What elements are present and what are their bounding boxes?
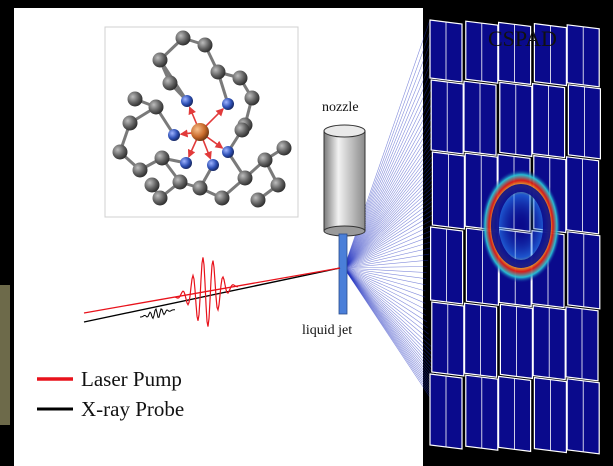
scatter-ray bbox=[343, 235, 434, 269]
scatter-ray bbox=[343, 267, 428, 329]
scatter-ray bbox=[343, 204, 441, 269]
legend: Laser Pump X-ray Probe bbox=[37, 367, 184, 421]
carbon-atom bbox=[237, 170, 253, 186]
scatter-ray bbox=[343, 179, 447, 269]
scatter-ray bbox=[343, 75, 448, 269]
scatter-ray bbox=[343, 267, 429, 335]
scatter-ray bbox=[343, 267, 432, 347]
scatter-ray bbox=[343, 267, 426, 292]
scatter-ray bbox=[343, 267, 437, 366]
nitrogen-atom bbox=[181, 95, 193, 107]
scatter-ray bbox=[343, 267, 427, 279]
carbon-atom bbox=[250, 192, 266, 208]
scatter-ray bbox=[343, 253, 430, 269]
bond-arrow bbox=[187, 138, 198, 158]
scatter-ray bbox=[343, 186, 446, 269]
carbon-atom bbox=[244, 90, 260, 106]
carbon-atom bbox=[152, 52, 168, 68]
detector-label: CSPAD bbox=[488, 26, 557, 51]
scatter-ray bbox=[343, 267, 433, 353]
nitrogen-atom bbox=[222, 146, 234, 158]
carbon-atom bbox=[214, 190, 230, 206]
carbon-atom bbox=[152, 190, 168, 206]
scatter-ray bbox=[343, 267, 426, 286]
molecule-illustration bbox=[104, 26, 299, 218]
carbon-atom bbox=[257, 152, 273, 168]
scatter-ray bbox=[343, 267, 427, 316]
nitrogen-atom bbox=[180, 157, 192, 169]
diffraction-ring-inner bbox=[491, 184, 551, 268]
scatter-ray bbox=[343, 267, 426, 310]
scatter-ray bbox=[343, 267, 447, 396]
scattered-x-rays bbox=[343, 19, 463, 446]
nitrogen-atom bbox=[168, 129, 180, 141]
scatter-ray bbox=[343, 267, 435, 359]
laser-pulse-wiggle bbox=[174, 257, 239, 327]
scatter-ray bbox=[343, 173, 448, 269]
carbon-atom bbox=[210, 64, 226, 80]
nitrogen-atom bbox=[222, 98, 234, 110]
bond-arrow bbox=[205, 108, 224, 127]
nozzle-label: nozzle bbox=[322, 100, 359, 115]
carbon-atom bbox=[276, 140, 292, 156]
metal-atom bbox=[191, 123, 209, 141]
carbon-atom bbox=[232, 70, 248, 86]
bond-arrow bbox=[206, 135, 224, 149]
incoming-beams bbox=[83, 257, 341, 327]
carbon-atom bbox=[132, 162, 148, 178]
laser-pump-beam bbox=[83, 267, 341, 314]
scatter-ray bbox=[343, 267, 427, 273]
scatter-ray bbox=[343, 210, 440, 269]
nozzle-top bbox=[323, 124, 366, 138]
scatter-ray bbox=[343, 267, 439, 372]
scatter-ray bbox=[343, 259, 429, 269]
carbon-atom bbox=[197, 37, 213, 53]
x-ray-pulse-wiggle bbox=[140, 307, 176, 320]
scatter-ray bbox=[343, 267, 441, 378]
bond-arrow bbox=[188, 106, 198, 125]
scatter-ray bbox=[343, 198, 443, 269]
legend-label-laser: Laser Pump bbox=[81, 367, 182, 391]
nozzle-body bbox=[323, 130, 366, 232]
scatter-ray bbox=[343, 267, 427, 323]
scatter-ray bbox=[343, 267, 443, 384]
scatter-ray bbox=[343, 167, 449, 269]
bond-arrow bbox=[179, 129, 193, 138]
carbon-atom bbox=[172, 174, 188, 190]
carbon-atom bbox=[234, 122, 250, 138]
scatter-ray bbox=[343, 267, 426, 298]
carbon-atom bbox=[144, 177, 160, 193]
carbon-atom bbox=[122, 115, 138, 131]
nitrogen-atom bbox=[207, 159, 219, 171]
scatter-ray bbox=[343, 247, 431, 269]
carbon-atom bbox=[112, 144, 128, 160]
bond-arrow bbox=[202, 139, 212, 160]
scatter-ray bbox=[343, 69, 446, 269]
carbon-atom bbox=[148, 99, 164, 115]
scatter-ray bbox=[343, 241, 432, 269]
liquid-jet bbox=[338, 233, 348, 315]
scatter-ray bbox=[343, 267, 445, 390]
scatter-ray bbox=[343, 229, 435, 269]
liquid-jet-label: liquid jet bbox=[302, 323, 352, 338]
carbon-atom bbox=[270, 177, 286, 193]
carbon-atom bbox=[162, 75, 178, 91]
nozzle bbox=[323, 124, 366, 237]
scatter-ray bbox=[343, 222, 437, 269]
scatter-ray bbox=[343, 267, 426, 304]
scatter-ray bbox=[343, 266, 428, 269]
carbon-atom bbox=[154, 150, 170, 166]
x-ray-probe-beam bbox=[83, 267, 341, 323]
carbon-atom bbox=[127, 91, 143, 107]
scatter-ray bbox=[343, 216, 438, 269]
scatter-ray bbox=[343, 267, 431, 341]
carbon-atom bbox=[192, 180, 208, 196]
left-edge-strip bbox=[0, 285, 10, 425]
legend-label-xray: X-ray Probe bbox=[81, 397, 184, 421]
carbon-atom bbox=[175, 30, 191, 46]
scatter-ray bbox=[343, 192, 444, 269]
